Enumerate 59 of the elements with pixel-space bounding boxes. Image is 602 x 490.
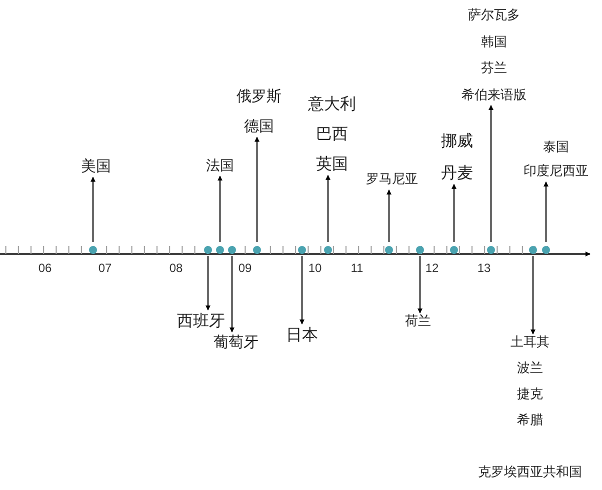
country-name: 英国 <box>316 155 348 174</box>
country-name: 泰国 <box>543 141 569 156</box>
country-name: 罗马尼亚 <box>366 173 418 188</box>
country-name: 俄罗斯 <box>236 88 282 106</box>
arrow <box>254 136 260 242</box>
country-name: 丹麦 <box>441 164 473 182</box>
country-name: 法国 <box>206 158 234 174</box>
country-name: 萨尔瓦多 <box>468 9 520 24</box>
event-dot <box>89 246 97 254</box>
country-name: 葡萄牙 <box>214 334 258 352</box>
event-dot <box>324 246 332 254</box>
event-dot <box>253 246 261 254</box>
arrow <box>530 256 536 334</box>
country-name: 西班牙 <box>177 312 225 330</box>
year-label: 10 <box>308 261 322 275</box>
year-label: 09 <box>238 261 252 275</box>
arrow <box>90 176 96 242</box>
year-label: 12 <box>425 261 439 275</box>
year-label: 11 <box>350 261 364 275</box>
arrow <box>230 256 234 332</box>
arrow <box>452 184 456 242</box>
country-name: 日本 <box>286 326 318 344</box>
country-name: 芬兰 <box>481 62 507 77</box>
event-dot <box>385 246 393 254</box>
country-name: 克罗埃西亚共和国 <box>478 466 582 481</box>
country-name: 捷克 <box>517 388 543 403</box>
arrow <box>218 176 222 242</box>
event-dot <box>228 246 236 254</box>
arrow <box>386 189 392 242</box>
event-dot <box>216 246 224 254</box>
arrow <box>544 181 548 242</box>
arrow <box>326 174 330 242</box>
event-dot <box>487 246 495 254</box>
country-name: 巴西 <box>316 125 348 144</box>
arrow <box>488 104 494 242</box>
event-dot <box>450 246 458 254</box>
country-name: 意大利 <box>308 95 356 114</box>
year-label: 07 <box>98 261 112 275</box>
event-dot <box>542 246 550 254</box>
country-name: 美国 <box>81 158 111 176</box>
event-dot <box>204 246 212 254</box>
event-dot <box>529 246 537 254</box>
year-label: 13 <box>477 261 491 275</box>
arrow <box>206 256 210 310</box>
country-name: 波兰 <box>517 362 543 377</box>
country-name: 荷兰 <box>405 315 431 330</box>
event-dot <box>416 246 424 254</box>
country-name: 希腊 <box>517 414 543 429</box>
country-name: 德国 <box>244 118 274 136</box>
country-name: 挪威 <box>441 132 473 150</box>
year-label: 06 <box>38 261 52 275</box>
country-name: 印度尼西亚 <box>524 165 588 180</box>
arrow <box>418 256 422 314</box>
country-name: 韩国 <box>481 36 507 50</box>
country-name: 希伯来语版 <box>462 88 526 104</box>
country-name: 土耳其 <box>510 336 550 351</box>
event-dot <box>298 246 306 254</box>
year-label: 08 <box>169 261 183 275</box>
arrow <box>300 256 304 324</box>
